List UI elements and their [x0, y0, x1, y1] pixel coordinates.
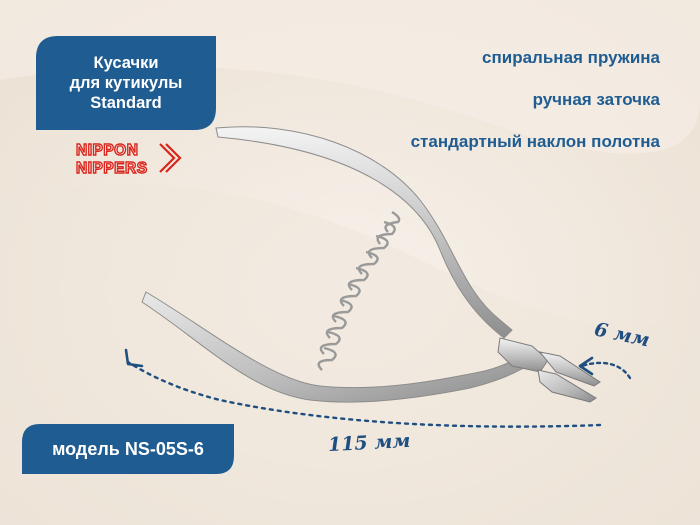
brand-logo-line-1: NIPPON [76, 142, 138, 159]
feature-list: спиральная пружина ручная заточка станда… [360, 48, 660, 174]
jaw-upper [538, 351, 601, 387]
tip-arrowhead [578, 356, 594, 376]
model-badge: модель NS-05S-6 [22, 424, 234, 474]
feature-item: спиральная пружина [482, 48, 660, 67]
upper-handle [215, 126, 513, 339]
brand-logo-line-2: NIPPERS [76, 160, 148, 176]
length-arrowhead [124, 348, 144, 368]
total-length-label: 115 мм [327, 429, 411, 457]
product-title-line-1: Кусачки [93, 54, 159, 72]
brand-logo: NIPPON NIPPERS [75, 140, 184, 178]
tip-arrow [580, 361, 632, 380]
model-label: модель NS-05S-6 [52, 438, 204, 459]
feature-item: стандартный наклон полотна [410, 132, 660, 151]
coil-spring [317, 210, 401, 371]
feature-item: ручная заточка [532, 90, 660, 109]
length-arrow [126, 360, 602, 428]
product-title-badge: Кусачки для кутикулы Standard [36, 36, 216, 130]
product-title-line-2: для кутикулы [69, 74, 183, 92]
product-title-line-3: Standard [90, 94, 162, 112]
jaw-lower [537, 369, 597, 403]
